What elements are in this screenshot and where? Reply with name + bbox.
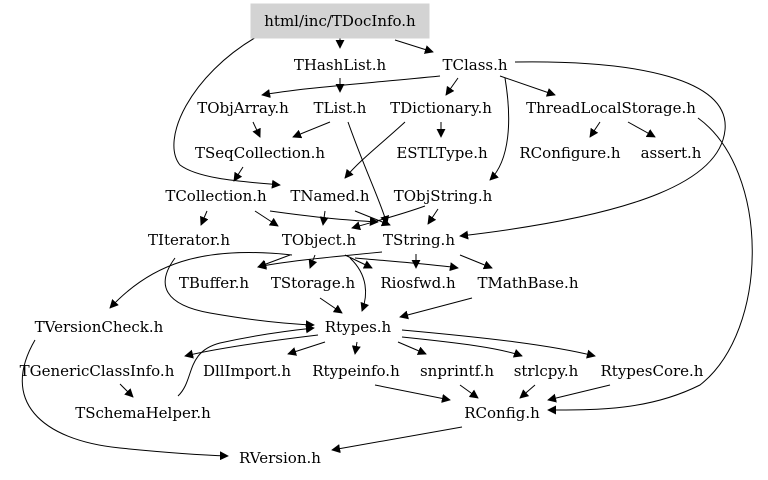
edge-tobjstring-tstring xyxy=(427,208,439,225)
root-node-label[interactable]: html/inc/TDocInfo.h xyxy=(264,12,416,30)
node-tstring[interactable]: TString.h xyxy=(383,231,455,249)
node-rconfigure[interactable]: RConfigure.h xyxy=(519,144,621,162)
edge-tobject-riosfwd xyxy=(344,254,373,269)
edge-rtypescore-rconfig xyxy=(547,384,611,403)
edge-snprintf-rconfig xyxy=(459,384,479,399)
edge-titerator-rtypes xyxy=(164,257,315,330)
edge-tlist-tstring xyxy=(347,121,390,225)
node-strlcpy[interactable]: strlcpy.h xyxy=(514,362,579,380)
edge-tmathbase-rtypes xyxy=(399,297,473,320)
edge-tstring-tmathbase xyxy=(459,254,493,270)
edge-tversioncheck-rversion xyxy=(21,339,229,461)
edge-tobjarray-tseqcollection xyxy=(252,121,261,138)
edge-rtypes-snprintf xyxy=(397,341,427,355)
node-tnamed[interactable]: TNamed.h xyxy=(290,187,370,205)
node-tbuffer[interactable]: TBuffer.h xyxy=(179,274,250,292)
node-tclass[interactable]: TClass.h xyxy=(442,56,507,74)
node-tmathbase[interactable]: TMathBase.h xyxy=(478,274,579,292)
edge-tobject-rtypes xyxy=(349,257,370,312)
root-node-box xyxy=(250,3,430,39)
node-tcollection[interactable]: TCollection.h xyxy=(165,187,267,205)
node-tobjstring[interactable]: TObjString.h xyxy=(394,187,493,205)
node-tseqcollection[interactable]: TSeqCollection.h xyxy=(195,144,325,162)
edge-tobject-tversioncheck xyxy=(109,252,293,309)
edge-tstring-tbuffer xyxy=(257,251,383,270)
node-dllimport[interactable]: DllImport.h xyxy=(203,362,291,380)
node-tobject[interactable]: TObject.h xyxy=(282,231,357,249)
edge-tclass-tobjarray xyxy=(261,75,441,98)
node-titerator[interactable]: TIterator.h xyxy=(148,231,230,249)
node-riosfwd[interactable]: Riosfwd.h xyxy=(380,274,456,292)
edge-threadlocal-assert xyxy=(627,121,656,138)
edge-tnamed-tobject xyxy=(319,210,329,226)
edge-threadlocal-rconfigure xyxy=(589,121,601,138)
edge-rtypes-rtypeinfo xyxy=(351,341,361,355)
node-tversioncheck[interactable]: TVersionCheck.h xyxy=(35,318,164,336)
edge-rtypes-strlcpy xyxy=(401,336,523,358)
edge-rtypeinfo-rconfig xyxy=(374,384,451,403)
edge-tlist-tseqcollection xyxy=(292,121,331,139)
edge-threadlocal-rconfig xyxy=(547,117,753,415)
edge-tcollection-tstring xyxy=(269,210,379,227)
edge-tcollection-tobject xyxy=(254,210,279,227)
edge-rtypes-tgenericclassinfo xyxy=(184,334,319,359)
edge-tschemahelper-rtypes xyxy=(177,324,315,397)
edge-tobject-tmathbase xyxy=(354,257,459,272)
node-tstorage[interactable]: TStorage.h xyxy=(271,274,356,292)
edge-tcollection-titerator xyxy=(200,210,209,226)
edge-tclass-tdictionary xyxy=(445,77,459,96)
node-estltype[interactable]: ESTLType.h xyxy=(396,144,488,162)
edge-tobject-tstorage xyxy=(308,254,318,269)
edge-rconfig-rversion xyxy=(331,426,463,454)
node-rversion[interactable]: RVersion.h xyxy=(239,449,321,467)
edge-tstorage-rtypes xyxy=(319,297,343,314)
node-assert[interactable]: assert.h xyxy=(641,144,702,162)
node-rconfig[interactable]: RConfig.h xyxy=(464,404,540,422)
edges xyxy=(21,35,753,461)
edge-tobject-tbuffer xyxy=(257,254,291,269)
node-rtypeinfo[interactable]: Rtypeinfo.h xyxy=(312,362,400,380)
edge-tseqcollection-tcollection xyxy=(233,166,244,182)
node-tschemahelper[interactable]: TSchemaHelper.h xyxy=(75,404,211,422)
node-tobjarray[interactable]: TObjArray.h xyxy=(197,99,289,117)
nodes: html/inc/TDocInfo.h THashList.h TClass.h… xyxy=(20,3,704,467)
node-thashlist[interactable]: THashList.h xyxy=(294,56,387,74)
node-threadlocalstorage[interactable]: ThreadLocalStorage.h xyxy=(526,99,696,117)
edge-tobjstring-tobject xyxy=(351,205,426,231)
edge-root-tclass xyxy=(394,39,434,54)
node-snprintf[interactable]: snprintf.h xyxy=(420,362,494,380)
node-tdictionary[interactable]: TDictionary.h xyxy=(390,99,492,117)
edge-strlcpy-rconfig xyxy=(519,384,536,399)
node-tlist[interactable]: TList.h xyxy=(314,99,367,117)
node-rtypes[interactable]: Rtypes.h xyxy=(325,318,392,336)
edge-rtypes-dllimport xyxy=(287,341,326,356)
edge-tnamed-tstring xyxy=(354,210,391,227)
edge-tdictionary-tnamed xyxy=(344,121,406,179)
edge-root-tnamed xyxy=(173,35,281,189)
node-tgenericclassinfo[interactable]: TGenericClassInfo.h xyxy=(20,362,175,380)
edge-tclass-threadlocal xyxy=(499,75,556,97)
node-rtypescore[interactable]: RtypesCore.h xyxy=(601,362,704,380)
edge-tclass-tobjstring xyxy=(489,77,510,181)
edge-tgenericclassinfo-tschemahelper xyxy=(119,383,134,398)
edge-tclass-tstring xyxy=(459,61,726,240)
edge-rtypes-rtypescore xyxy=(401,329,596,359)
